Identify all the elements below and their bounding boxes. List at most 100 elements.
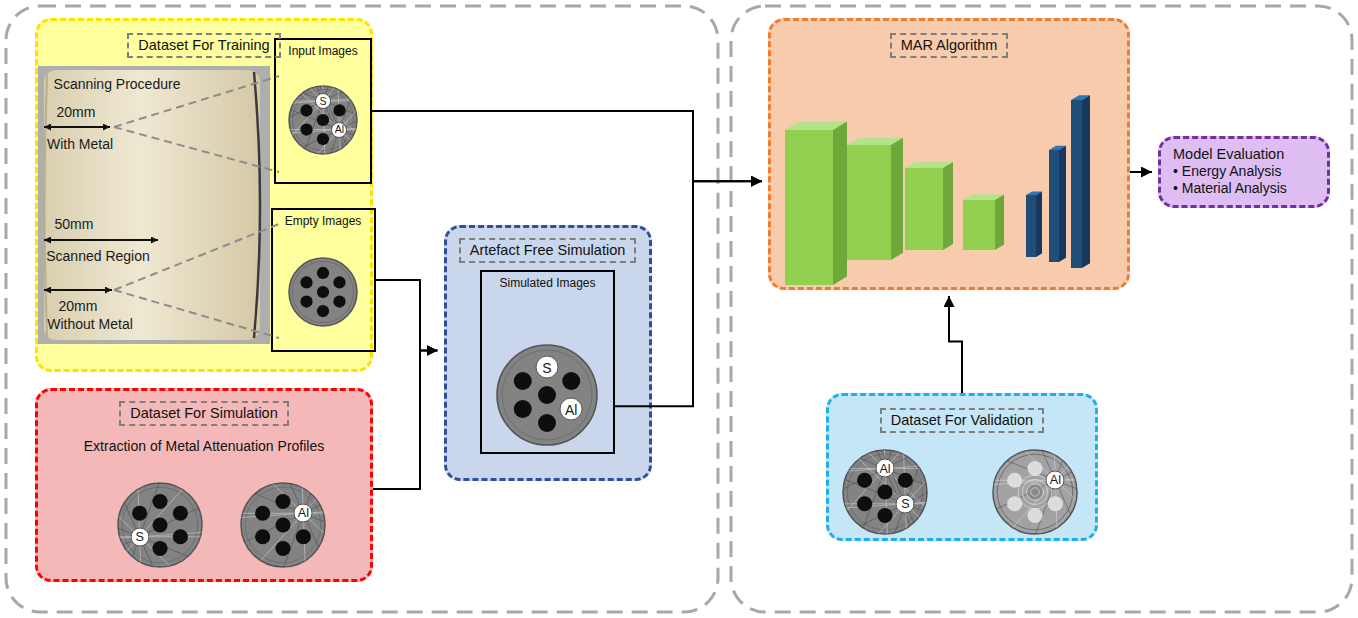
streak-line <box>980 443 1131 517</box>
material-marker: Al <box>560 398 583 421</box>
phantom-hole <box>152 517 167 532</box>
network-layer <box>785 122 847 285</box>
phantom-hole <box>173 529 188 544</box>
phantom-image <box>971 396 1139 564</box>
streak-artifacts <box>971 396 1139 564</box>
phantom-hole <box>1027 461 1042 476</box>
phantom-hole <box>1048 496 1063 511</box>
streak-line <box>830 467 981 541</box>
dimension-text: Scanning Procedure <box>54 77 181 91</box>
leader-line <box>114 290 279 338</box>
phantom-hole <box>898 473 913 488</box>
material-name: Al <box>565 402 577 416</box>
phantom-ring <box>292 261 353 322</box>
streak-line <box>295 39 350 163</box>
streak-line <box>276 104 402 155</box>
phantom-ring <box>997 454 1073 530</box>
material-name: Al <box>298 507 309 520</box>
material-name: S <box>135 530 143 543</box>
streak-line <box>849 441 961 566</box>
material-marker: Al <box>331 122 347 138</box>
phantom-hole <box>514 400 532 418</box>
phantom-hole <box>317 286 329 298</box>
layer-front <box>847 145 891 260</box>
streak-line <box>56 531 224 543</box>
node-heading: Dataset For Simulation <box>119 401 288 426</box>
streak-line <box>220 507 388 519</box>
phantom-ring <box>122 487 198 563</box>
streak-line <box>851 392 919 545</box>
streak-line <box>827 472 983 535</box>
phantom-hole <box>317 267 329 279</box>
phantom-hole <box>317 114 329 126</box>
node-heading: Model Evaluation <box>1173 146 1284 163</box>
streak-line <box>275 434 332 592</box>
dataset-panel: Dataset For Validation <box>826 393 1098 541</box>
layer-top <box>1071 95 1090 100</box>
layer-front <box>905 168 943 250</box>
material-marker: S <box>536 356 559 379</box>
layer-side <box>1082 95 1090 268</box>
streak-line <box>316 66 363 194</box>
phantom-disk <box>241 483 325 567</box>
phantom-image <box>289 258 357 326</box>
phantom-ring <box>502 350 592 440</box>
algorithm-panel: MAR Algorithm <box>768 18 1130 290</box>
layer-top <box>963 195 1004 200</box>
streak-line <box>312 67 367 191</box>
flow-arrow <box>373 350 438 488</box>
section-frame <box>731 6 1352 612</box>
node-heading: MAR Algorithm <box>890 33 1009 58</box>
network-layer <box>963 195 1004 250</box>
phantom-image <box>497 345 597 445</box>
streak-line <box>871 427 939 580</box>
phantom-hole <box>275 517 290 532</box>
ring-artifact <box>1031 488 1039 496</box>
layer-side <box>1059 146 1066 262</box>
phantom-hole <box>1007 473 1022 488</box>
phantom-disk <box>843 450 927 534</box>
streak-line <box>829 406 941 531</box>
layer-side <box>995 195 1004 250</box>
phantom-disk <box>289 86 357 154</box>
node-text: Extraction of Metal Attenuation Profiles <box>84 438 324 455</box>
phantom-hole <box>1048 473 1063 488</box>
dimension-arrow <box>44 126 110 128</box>
dimension-text: 20mm <box>59 299 98 313</box>
streak-line <box>83 474 195 599</box>
streak-line <box>977 449 1133 512</box>
node-heading: Artefact Free Simulation <box>459 238 637 263</box>
streak-line <box>291 82 389 176</box>
phantom-image <box>255 33 407 197</box>
flow-arrow <box>949 296 962 393</box>
phantom-hole <box>275 494 290 509</box>
dataset-panel: Dataset For SimulationExtraction of Meta… <box>35 388 373 582</box>
phantom-hole <box>333 295 345 307</box>
streak-line <box>277 50 368 151</box>
streak-line <box>278 100 400 160</box>
phantom-hole <box>300 123 312 135</box>
material-name: Al <box>1050 474 1061 487</box>
phantom-hole <box>300 295 312 307</box>
layer-front <box>963 200 995 250</box>
streak-line <box>247 451 359 576</box>
phantom-hole <box>300 276 312 288</box>
layer-side <box>1036 191 1042 257</box>
streak-line <box>999 418 1111 543</box>
streak-artifacts <box>219 429 387 597</box>
streak-line <box>111 458 168 616</box>
dimension-label: Scanned Region <box>46 249 150 263</box>
phantom-hole <box>877 461 892 476</box>
node-text: • Energy Analysis <box>1173 163 1281 180</box>
phantom-hole <box>1027 484 1042 499</box>
streak-line <box>243 455 364 572</box>
streak-line <box>801 463 969 475</box>
phantom-hole <box>152 494 167 509</box>
streak-artifacts <box>255 33 407 197</box>
phantom-hole <box>317 305 329 317</box>
phantom-disk <box>289 258 357 326</box>
cylinder-edge <box>254 72 260 338</box>
